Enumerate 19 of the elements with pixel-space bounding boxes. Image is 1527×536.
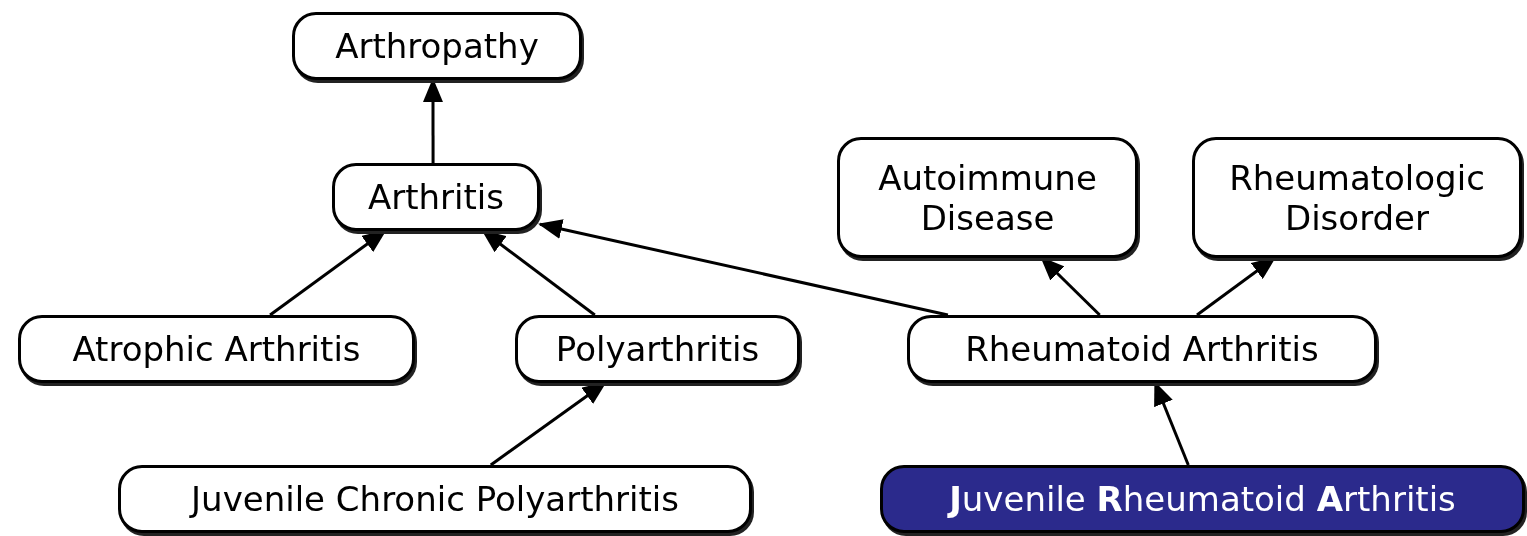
node-label: Atrophic Arthritis bbox=[72, 329, 361, 369]
node-label: Juvenile Rheumatoid Arthritis bbox=[949, 479, 1456, 519]
node-label: Arthritis bbox=[367, 177, 504, 217]
rounded-box bbox=[515, 315, 800, 383]
node-label: Autoimmune Disease bbox=[877, 157, 1098, 238]
node-label: Juvenile Chronic Polyarthritis bbox=[191, 479, 679, 519]
rounded-box bbox=[837, 137, 1138, 258]
rounded-box bbox=[1192, 137, 1522, 258]
highlight-node bbox=[880, 465, 1525, 533]
node-label: Rheumatologic Disorder bbox=[1228, 157, 1486, 238]
rounded-box bbox=[18, 315, 415, 383]
rounded-box bbox=[332, 163, 540, 231]
node-label: Polyarthritis bbox=[555, 329, 760, 369]
rounded-box bbox=[292, 12, 582, 80]
node-label: Arthropathy bbox=[335, 26, 539, 66]
node-label: Rheumatoid Arthritis bbox=[965, 329, 1319, 369]
rounded-box bbox=[907, 315, 1377, 383]
rounded-box bbox=[118, 465, 752, 533]
arrow bbox=[538, 219, 949, 317]
